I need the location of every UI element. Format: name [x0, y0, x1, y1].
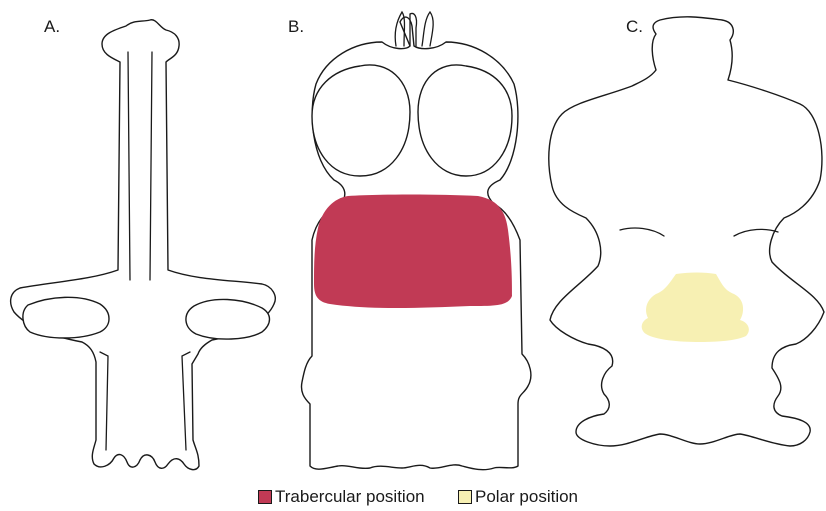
legend-label-polar: Polar position	[475, 487, 578, 507]
panel-a-left-ala	[23, 297, 109, 338]
legend-label-trabecular: Trabercular position	[275, 487, 425, 507]
panel-c-skull-outline	[549, 17, 824, 446]
panel-a-label: A.	[44, 17, 60, 36]
panel-b-right-orbit	[418, 65, 512, 176]
panel-b-left-orbit	[312, 65, 410, 176]
panel-b: B.	[288, 12, 531, 470]
panel-a-skull-outline	[11, 20, 276, 470]
panel-c: C.	[549, 17, 824, 446]
legend-item-trabecular: Trabercular position	[258, 486, 425, 508]
panel-a-right-ala	[186, 299, 270, 339]
legend-swatch-trabecular	[258, 490, 272, 504]
panel-a: A.	[11, 17, 276, 470]
legend-swatch-polar	[458, 490, 472, 504]
legend-item-polar: Polar position	[458, 486, 578, 508]
panel-b-label: B.	[288, 17, 304, 36]
panel-b-trabecular-region	[314, 195, 512, 309]
panel-b-prong-3	[422, 12, 433, 46]
legend: Trabercular position Polar position	[0, 486, 826, 510]
panel-c-label: C.	[626, 17, 643, 36]
